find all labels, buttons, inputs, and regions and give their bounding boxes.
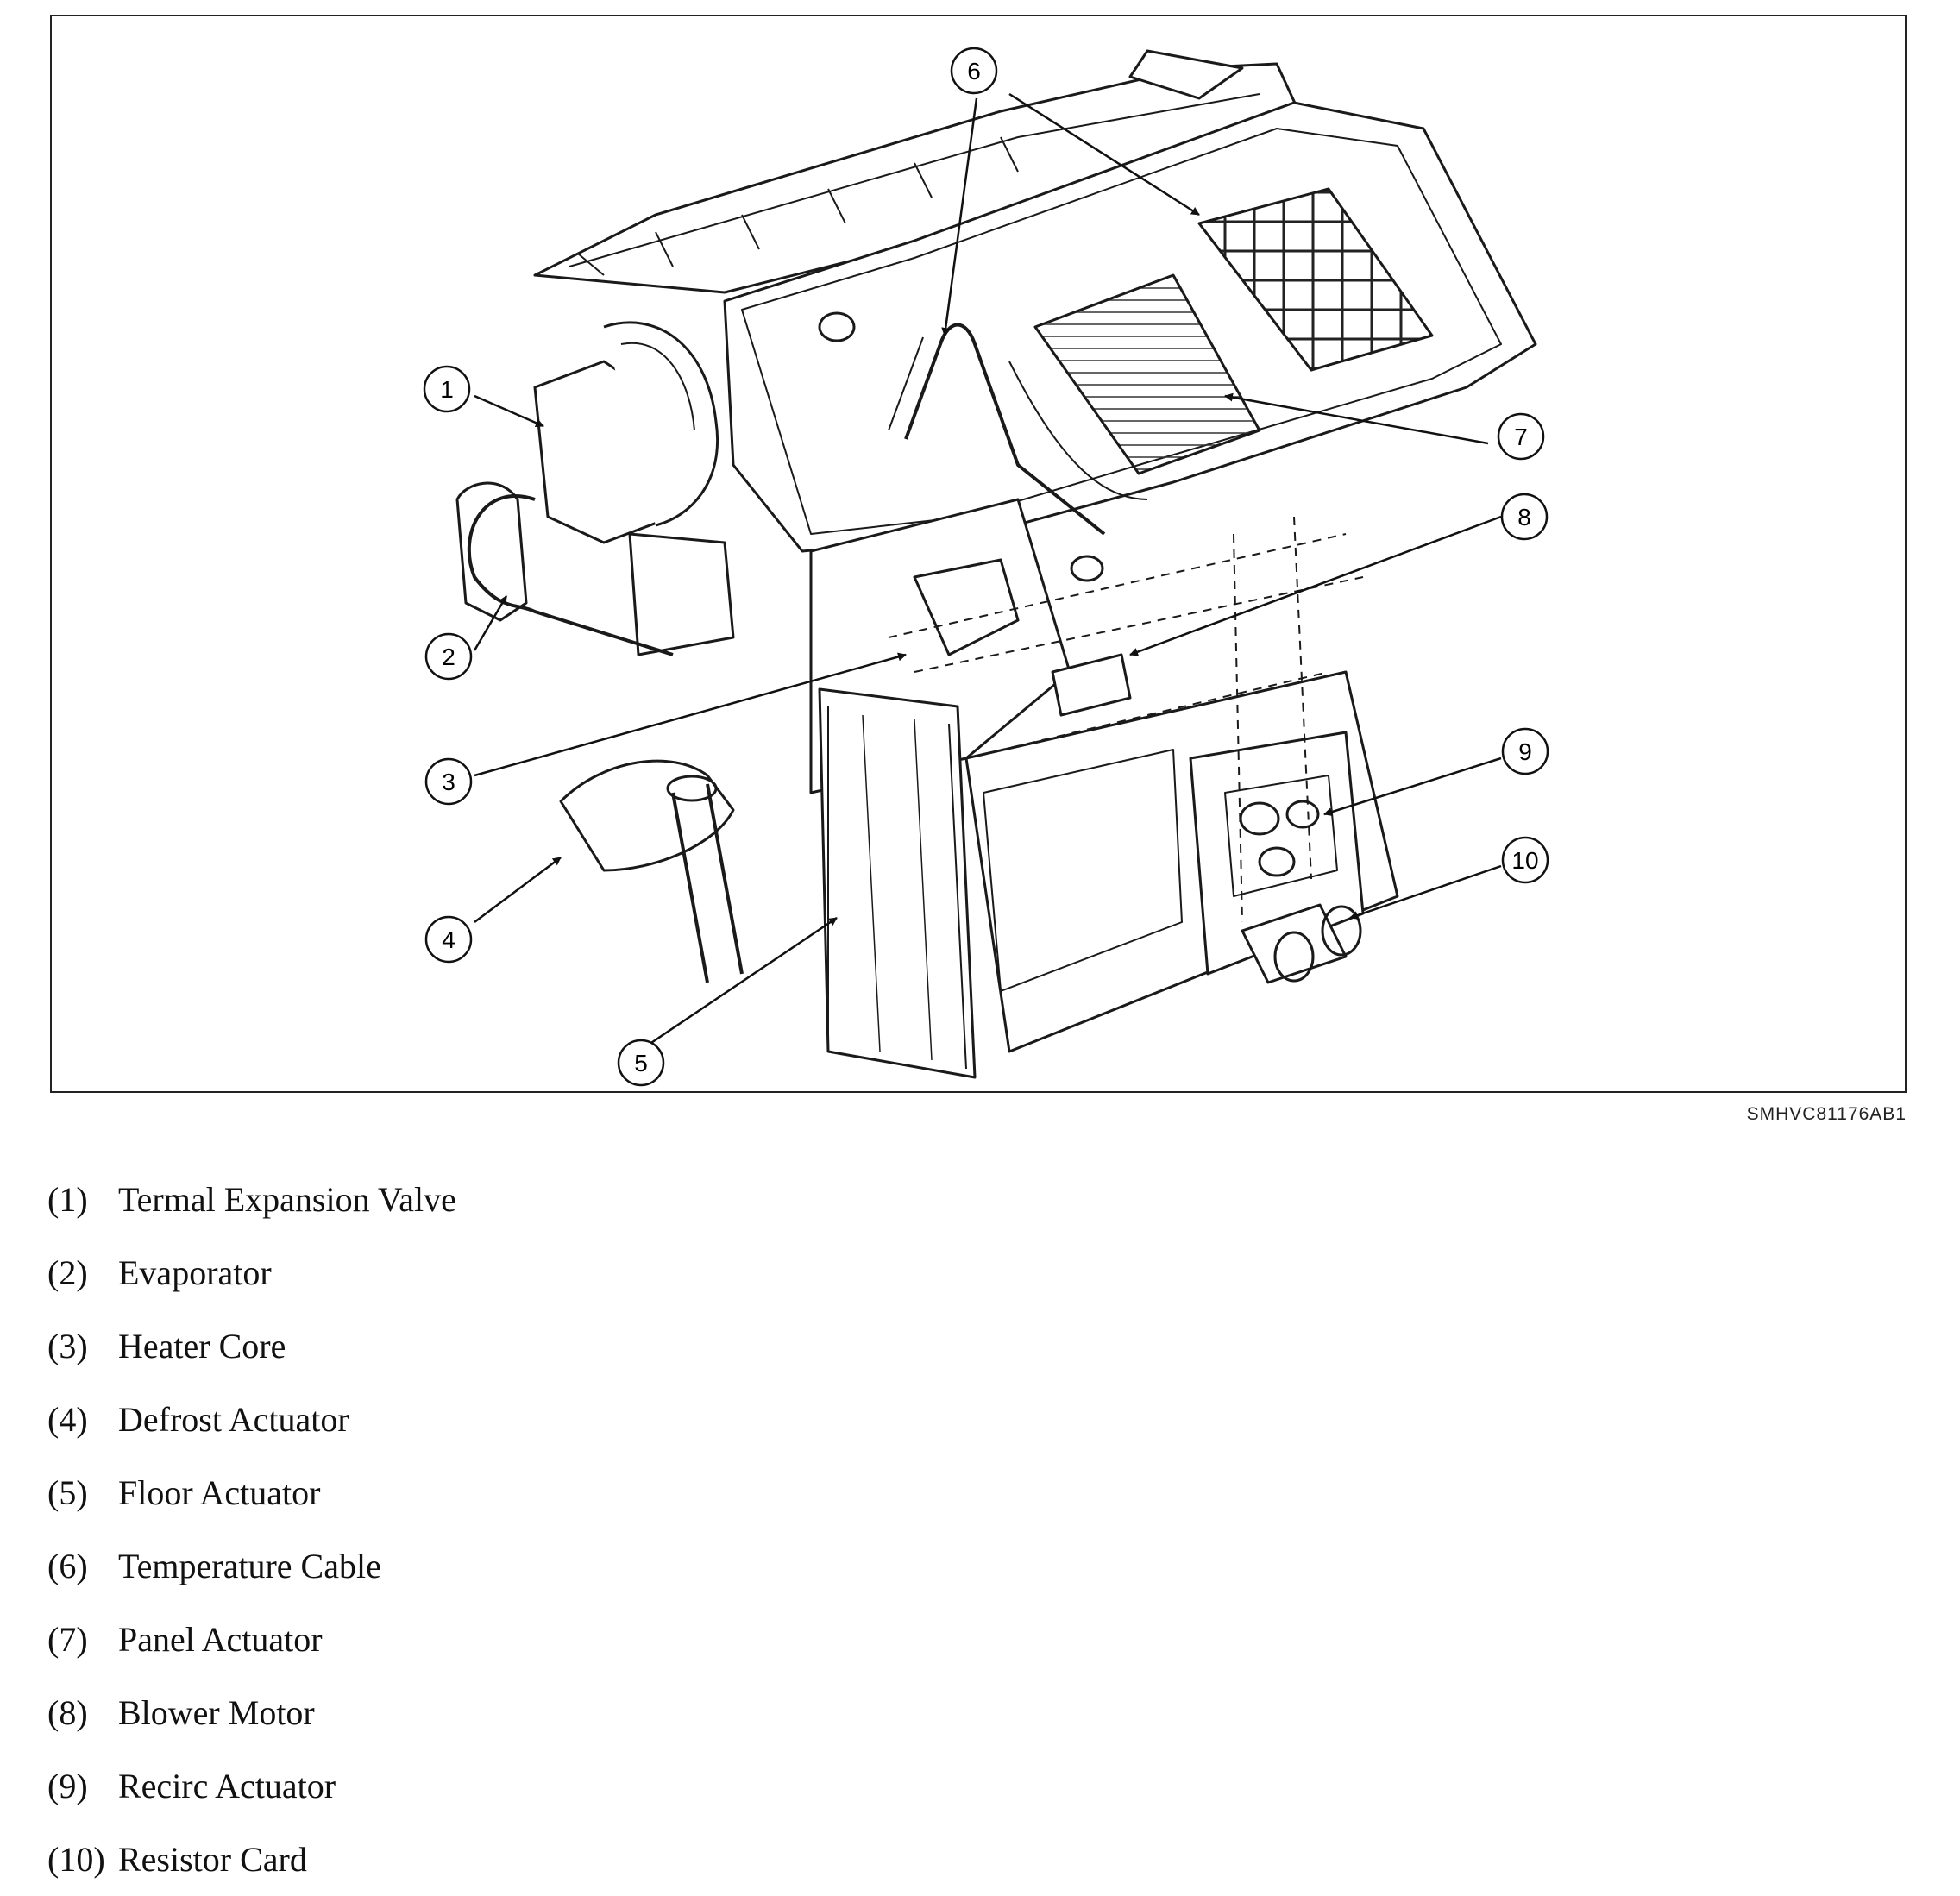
legend-item-number: (5) xyxy=(47,1473,88,1512)
callout-marker-3: 3 xyxy=(424,757,473,806)
legend-item-number: (7) xyxy=(47,1620,88,1659)
legend-item-label: Evaporator xyxy=(118,1253,272,1292)
svg-text:7: 7 xyxy=(1514,424,1528,450)
callout-marker-2: 2 xyxy=(424,632,473,681)
legend-item: (5) Floor Actuator xyxy=(47,1456,456,1529)
callout-marker-1: 1 xyxy=(423,365,471,413)
callout-marker-9: 9 xyxy=(1501,727,1549,775)
callout-marker-7: 7 xyxy=(1497,412,1545,461)
legend-item: (2) Evaporator xyxy=(47,1236,456,1309)
parts-legend: (1)Termal Expansion Valve (2)Evaporator … xyxy=(47,1163,456,1896)
legend-item-label: Floor Actuator xyxy=(118,1473,321,1512)
legend-item-number: (8) xyxy=(47,1693,88,1732)
svg-text:5: 5 xyxy=(634,1050,648,1077)
legend-item-number: (6) xyxy=(47,1547,88,1585)
legend-item: (6) Temperature Cable xyxy=(47,1529,456,1603)
hvac-unit-illustration: 6 1 7 8 2 3 9 10 xyxy=(423,47,1549,1087)
svg-text:9: 9 xyxy=(1518,738,1532,765)
legend-item-number: (3) xyxy=(47,1327,88,1365)
callout-marker-6: 6 xyxy=(950,47,998,95)
svg-text:3: 3 xyxy=(442,769,455,795)
svg-text:2: 2 xyxy=(442,644,455,670)
legend-item-number: (1) xyxy=(47,1180,88,1219)
svg-text:10: 10 xyxy=(1511,847,1538,874)
legend-item-label: Recirc Actuator xyxy=(118,1767,336,1805)
legend-item-label: Termal Expansion Valve xyxy=(118,1180,456,1219)
legend-item: (8) Blower Motor xyxy=(47,1676,456,1749)
legend-item-number: (10) xyxy=(47,1840,105,1879)
legend-item-number: (4) xyxy=(47,1400,88,1439)
callout-marker-4: 4 xyxy=(424,915,473,964)
legend-item-label: Blower Motor xyxy=(118,1693,315,1732)
legend-item: (3) Heater Core xyxy=(47,1309,456,1383)
legend-item-label: Temperature Cable xyxy=(118,1547,381,1585)
callout-leader-lines xyxy=(473,92,1502,1053)
legend-item: (4) Defrost Actuator xyxy=(47,1383,456,1456)
legend-item-number: (2) xyxy=(47,1253,88,1292)
svg-text:1: 1 xyxy=(440,376,454,403)
legend-item-label: Defrost Actuator xyxy=(118,1400,349,1439)
callout-marker-8: 8 xyxy=(1500,493,1549,541)
legend-item: (9) Recirc Actuator xyxy=(47,1749,456,1823)
svg-text:8: 8 xyxy=(1517,504,1531,531)
svg-text:6: 6 xyxy=(967,58,981,85)
callout-marker-5: 5 xyxy=(617,1039,665,1087)
legend-item: (1) Termal Expansion Valve xyxy=(47,1163,456,1236)
legend-item-number: (9) xyxy=(47,1767,88,1805)
callout-marker-10: 10 xyxy=(1501,836,1549,884)
legend-item: (10) Resistor Card xyxy=(47,1823,456,1896)
hvac-housing-drawing xyxy=(455,49,1537,1079)
legend-item: (7) Panel Actuator xyxy=(47,1603,456,1676)
figure-reference-code: SMHVC81176AB1 xyxy=(1746,1104,1907,1124)
svg-text:4: 4 xyxy=(442,926,455,953)
legend-item-label: Heater Core xyxy=(118,1327,286,1365)
diagram-frame: 6 1 7 8 2 3 9 10 xyxy=(50,15,1907,1093)
legend-item-label: Resistor Card xyxy=(118,1840,307,1879)
legend-item-label: Panel Actuator xyxy=(118,1620,323,1659)
